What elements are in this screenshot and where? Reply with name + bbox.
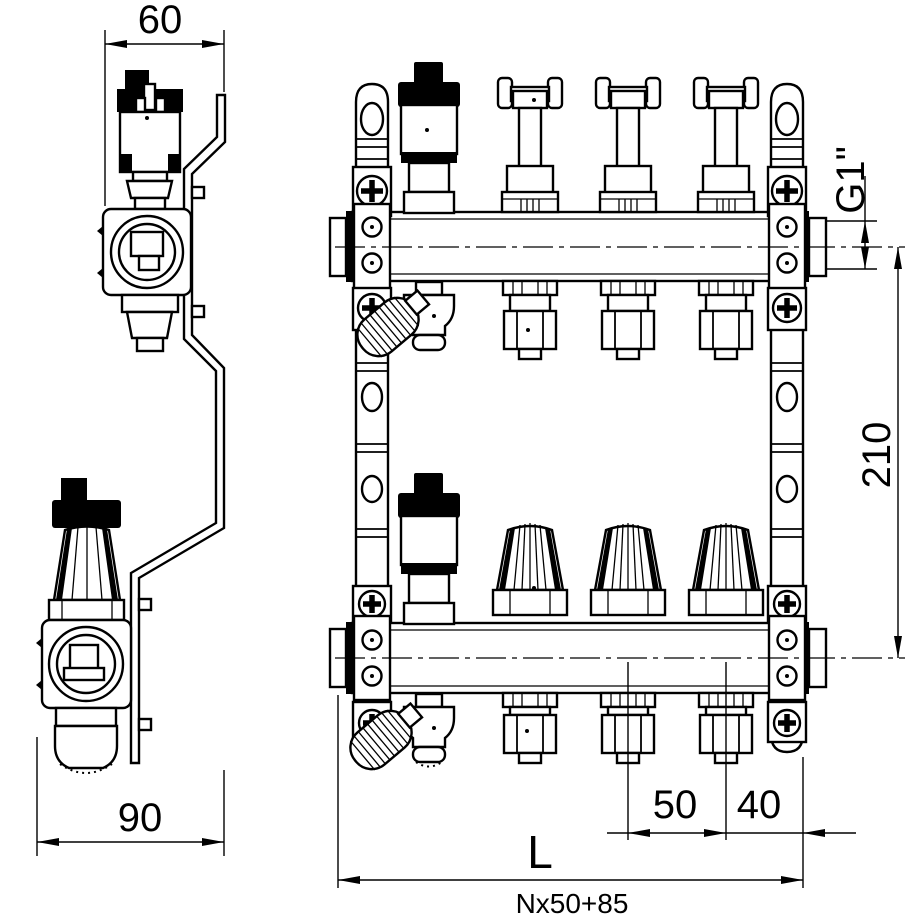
outlet-fitting-top-2: [599, 279, 657, 361]
dim-g1-label: G1": [829, 146, 873, 214]
side-flowmeter-valve: [97, 70, 193, 353]
dim-50-label: 50: [653, 783, 698, 827]
dim-L-label: L: [527, 826, 553, 878]
dim-60-label: 60: [138, 0, 183, 42]
dim-formula-label: Nx50+85: [516, 888, 629, 915]
front-view: [328, 60, 905, 779]
mounting-bracket-right: [768, 84, 806, 752]
outlet-fitting-top-1: [501, 279, 559, 361]
dim-210-label: 210: [855, 422, 899, 489]
dimensions: 60 90 G1" 210: [36, 0, 902, 919]
dim-90: 90: [36, 737, 225, 856]
mounting-bracket-left: [353, 84, 391, 752]
flow-meter-2: [594, 76, 662, 214]
air-vent-valve-bottom: [396, 471, 462, 626]
air-vent-valve-top: [396, 60, 462, 215]
flow-meter-1: [496, 76, 564, 214]
outlet-fitting-top-3: [697, 279, 755, 361]
dim-g1: G1": [826, 146, 877, 270]
dim-90-label: 90: [118, 796, 163, 840]
side-view: [36, 70, 227, 774]
dim-40-label: 40: [737, 783, 782, 827]
side-thermostatic-valve: [36, 478, 133, 774]
thermostatic-cap-3: [687, 521, 765, 617]
flow-meter-3: [692, 76, 760, 214]
dim-50-40: 50 40: [607, 662, 856, 888]
thermostatic-cap-1: [491, 521, 569, 617]
dim-210: 210: [855, 247, 902, 658]
thermostatic-cap-2: [589, 521, 667, 617]
outlet-fitting-bottom-1: [501, 691, 559, 765]
dim-L: L: [337, 695, 803, 888]
dim-60: 60: [104, 0, 225, 206]
